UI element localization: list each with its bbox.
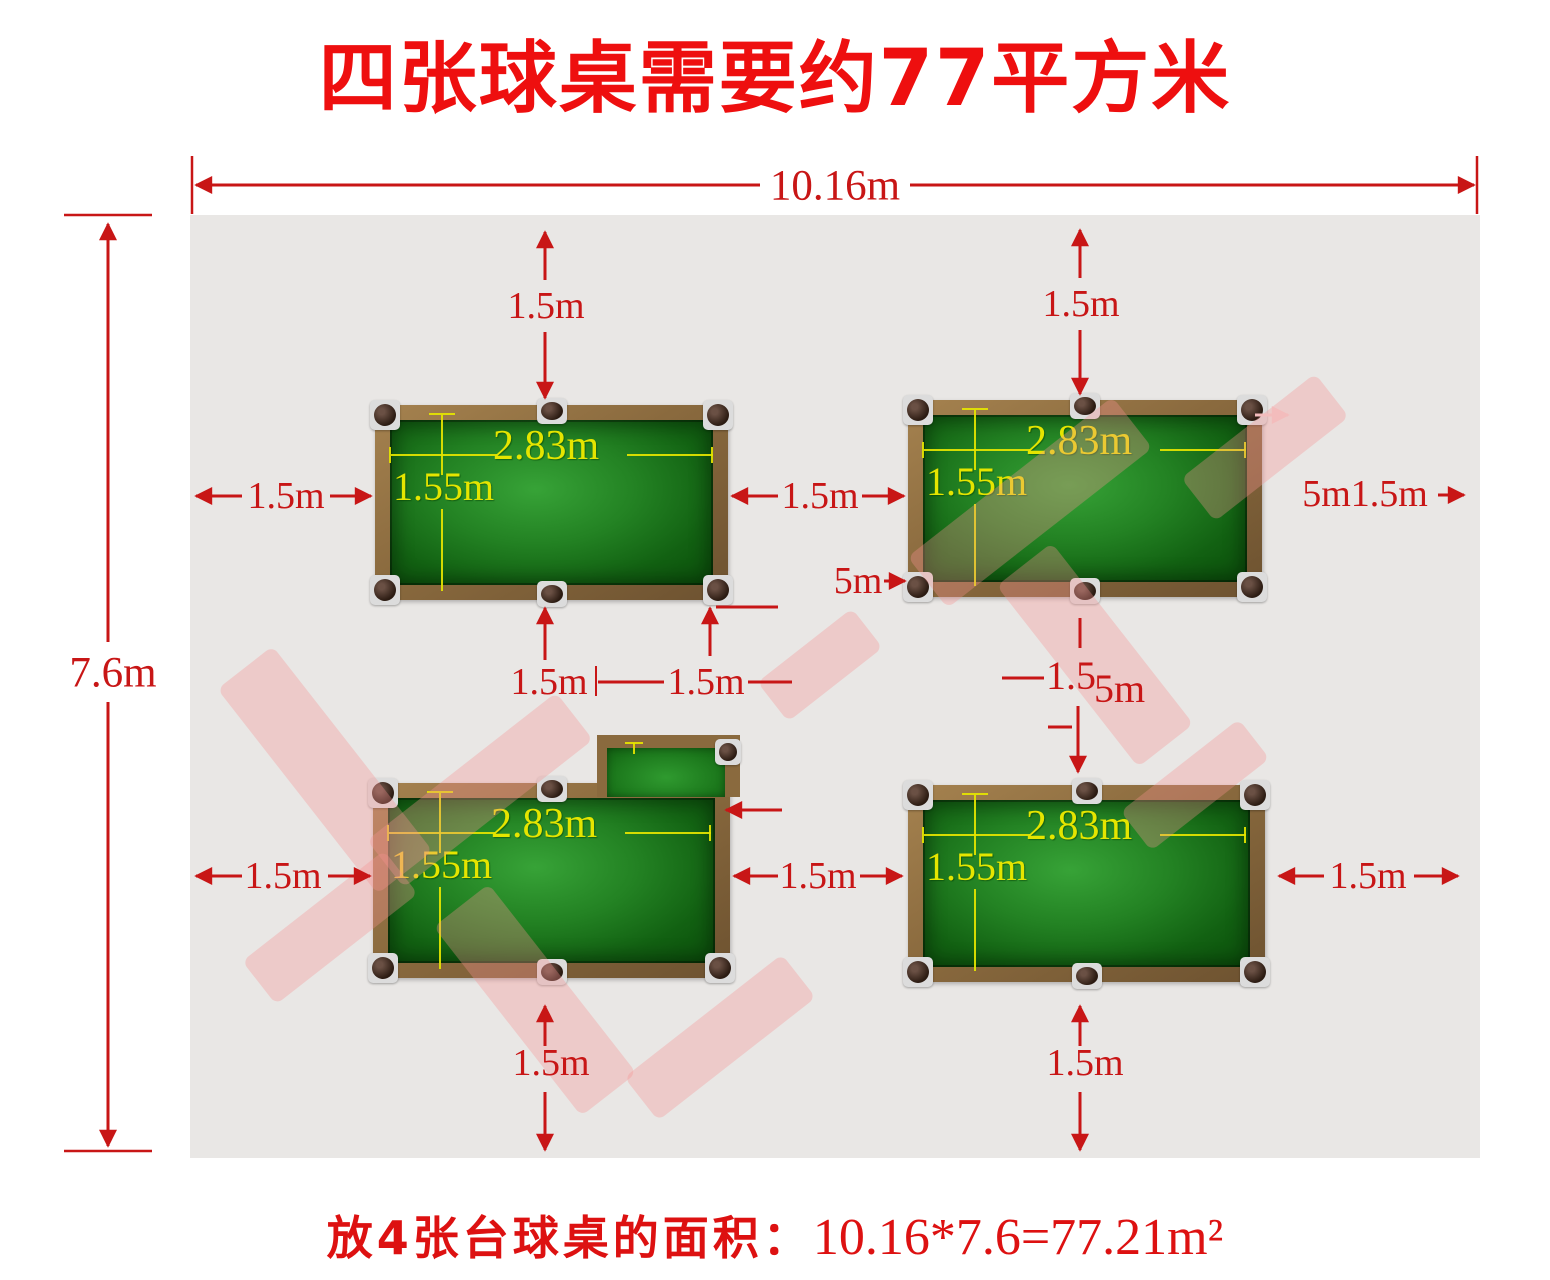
pocket-icon [703,575,733,605]
clearance-label-below-top-left-b: 1.5m [667,661,745,703]
pocket-icon [715,739,741,765]
clearance-label-between-top: 1.5m [781,475,859,517]
table-width-label: 1.55m [926,459,1028,504]
yellow-dim-line [389,832,495,834]
pocket-icon [1070,578,1100,604]
yellow-dim-tick [922,442,924,458]
pocket-icon [368,778,398,808]
room-width-arrow [190,156,1479,214]
clearance-label-mid-right: 1.55m [1046,653,1147,709]
clearance-label-five-m: 5m [833,560,883,602]
pocket-icon [1237,572,1267,602]
clearance-label-below-bottom-left: 1.5m [512,1042,590,1084]
pocket-icon [370,400,400,430]
yellow-dim-tick [387,825,389,841]
yellow-dim-line [439,887,441,969]
pool-table-top-left: 2.83m 1.55m [370,398,733,607]
clearance-label-mid-right-a: 1.5 [1046,653,1096,698]
page-title: 四张球桌需要约77平方米 [318,34,1232,124]
yellow-dim-line [974,889,976,971]
room-height-label: 7.6m [69,649,157,697]
pool-table-top-right: 2.83m 1.55m [903,393,1267,604]
pocket-icon [536,959,567,985]
yellow-dim-line [924,449,1030,451]
pocket-icon [903,395,933,425]
clearance-label-above-top-left: 1.5m [507,285,585,327]
clearance-label-left-of-top-left: 1.5m [247,475,325,517]
pocket-icon [536,581,567,607]
pocket-icon [903,572,933,602]
footer-formula: 放4张台球桌的面积：10.16*7.6=77.21m² [0,1202,1550,1268]
table-length-label: 2.83m [1026,803,1133,849]
yellow-dim-tick [962,408,988,410]
table-cloth [390,420,713,585]
pocket-icon [536,776,567,802]
yellow-dim-line [974,504,976,586]
clearance-label-between-bottom: 1.5m [779,855,857,897]
table-length-label: 2.83m [491,801,598,847]
yellow-dim-line [625,832,711,834]
pocket-icon [1070,393,1100,419]
yellow-dim-line [974,410,976,470]
yellow-dim-tick [711,447,713,463]
pocket-icon [903,957,933,987]
yellow-dim-tick [709,825,711,841]
footer-formula-value: 10.16*7.6=77.21m² [812,1209,1224,1266]
pocket-icon [903,780,933,810]
clearance-label-mid-right-b: 5m [1094,666,1146,711]
table-notch-section [597,735,741,797]
pool-table-bottom-right: 2.83m 1.55m [903,778,1270,989]
footer-formula-label: 放4张台球桌的面积： [326,1211,813,1265]
clearance-arrows-below-top-left [536,605,792,696]
pocket-icon [705,953,735,983]
table-width-label: 1.55m [391,842,493,887]
room-height-arrow [64,213,152,1153]
table-length-label: 2.83m [493,423,600,469]
pocket-icon [1071,963,1102,989]
yellow-dim-line [924,834,1030,836]
pocket-icon [1240,957,1270,987]
yellow-dim-tick [633,743,635,754]
yellow-dim-tick [429,413,455,415]
clearance-arrow-mid-right [1002,618,1087,774]
room-width-label: 10.16m [769,162,901,210]
clearance-label-below-top-left-a: 1.5m [510,661,588,703]
clearance-label-above-top-right: 1.5m [1042,283,1120,325]
table-cloth [923,415,1247,582]
yellow-dim-line [1160,449,1246,451]
yellow-dim-line [627,454,713,456]
yellow-dim-line [439,793,441,853]
pocket-icon [536,398,567,424]
yellow-dim-line [441,509,443,591]
table-cloth [923,800,1250,967]
yellow-dim-tick [922,827,924,843]
pocket-icon [370,575,400,605]
yellow-dim-tick [427,791,453,793]
yellow-dim-line [974,795,976,855]
pocket-icon [703,400,733,430]
yellow-dim-tick [389,447,391,463]
pool-table-bottom-left: 2.83m 1.55m [368,776,735,985]
yellow-dim-line [1160,834,1246,836]
yellow-dim-tick [1244,442,1246,458]
pocket-icon [1071,778,1102,804]
yellow-dim-tick [1244,827,1246,843]
clearance-label-right-of-bottom-right: 1.5m [1329,855,1407,897]
pocket-icon [1240,780,1270,810]
clearance-label-right-of-top-right: 5m1.5m [1302,473,1428,515]
clearance-label-left-of-bottom-left: 1.5m [244,855,322,897]
table-length-label: 2.83m [1026,418,1133,464]
table-width-label: 1.55m [393,464,495,509]
yellow-dim-line [441,415,443,475]
pocket-icon [368,953,398,983]
yellow-dim-tick [962,793,988,795]
table-cloth [388,798,715,963]
yellow-dim-line [391,454,497,456]
room-floor [190,215,1480,1158]
clearance-label-below-bottom-right: 1.5m [1046,1042,1124,1084]
table-width-label: 1.55m [926,844,1028,889]
